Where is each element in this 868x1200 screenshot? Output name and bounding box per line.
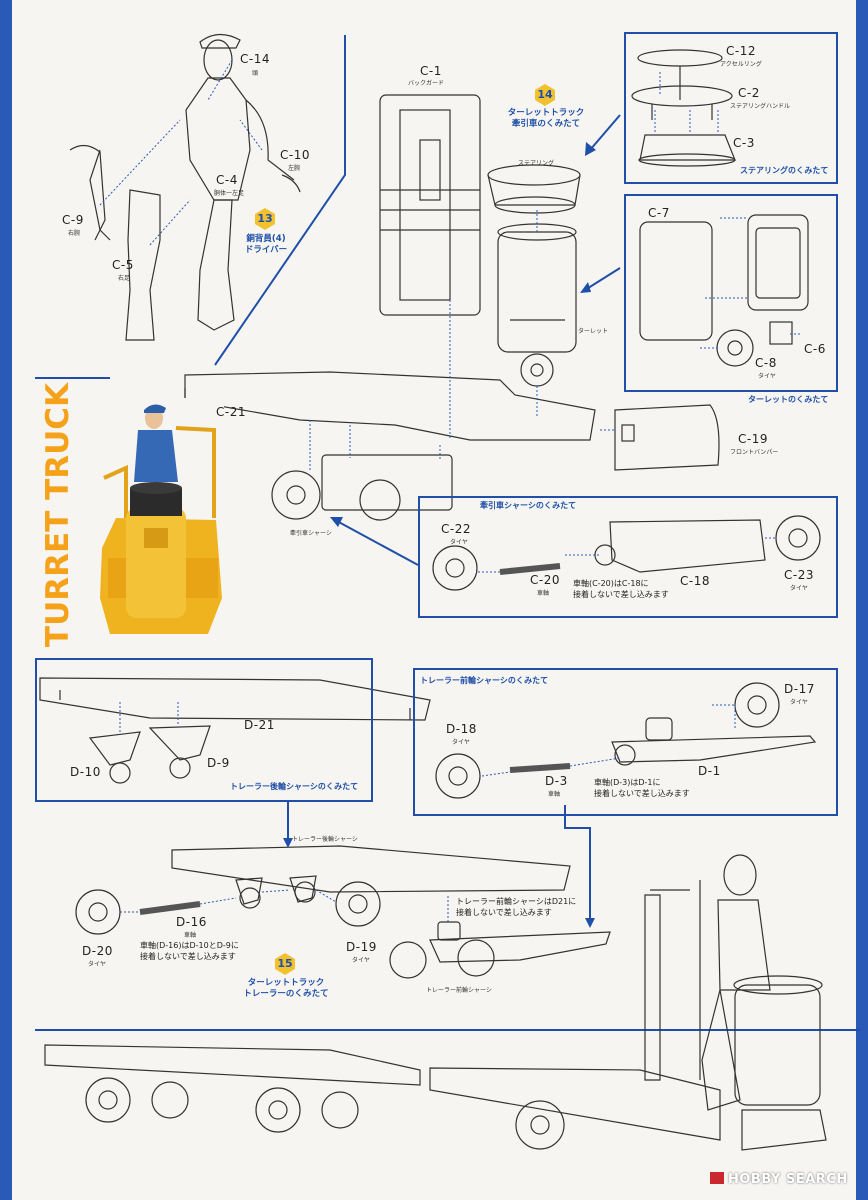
label-c10: C-10 <box>280 148 310 162</box>
label-c23-name: タイヤ <box>790 585 808 592</box>
label-c7: C-7 <box>648 206 670 220</box>
label-c2-name: ステアリングハンドル <box>730 103 791 110</box>
label-c14: C-14 <box>240 52 270 66</box>
label-rear-chassis: トレーラー後輪シャーシ <box>292 836 358 843</box>
chassis-box-note: 車軸(C-20)はC-18に 接着しないで差し込みます <box>573 579 669 599</box>
front-box-caption: トレーラー前輪シャーシのくみたて <box>420 676 549 685</box>
driver-figure <box>69 33 301 341</box>
label-c12: C-12 <box>726 44 756 58</box>
label-d18: D-18 <box>446 722 477 736</box>
label-c5: C-5 <box>112 258 134 272</box>
left-border <box>0 0 12 1200</box>
label-d18-name: タイヤ <box>452 739 470 746</box>
label-c10-name: 左腕 <box>288 165 301 172</box>
label-d17: D-17 <box>784 682 815 696</box>
label-c18: C-18 <box>680 574 710 588</box>
front-chassis-box <box>413 668 838 816</box>
label-c4-name: 胴体一左足 <box>214 190 245 197</box>
label-c9-name: 右腕 <box>68 230 81 237</box>
steering-part <box>487 164 581 214</box>
label-c22: C-22 <box>441 522 471 536</box>
label-c5-name: 右足 <box>118 275 131 282</box>
label-d3: D-3 <box>545 774 568 788</box>
chassis-box <box>418 496 838 618</box>
trailer-note-b: トレーラー前輪シャーシはD21に 接着しないで差し込みます <box>456 897 577 917</box>
label-c14-name: 頭 <box>252 70 259 77</box>
tractor-chassis <box>184 371 596 521</box>
label-d1: D-1 <box>698 764 721 778</box>
label-turret: ターレット <box>578 328 609 335</box>
label-c4: C-4 <box>216 173 238 187</box>
label-d10: D-10 <box>70 765 101 779</box>
label-c20: C-20 <box>530 573 560 587</box>
label-d20-name: タイヤ <box>88 961 106 968</box>
label-chassis: 牽引車シャーシ <box>290 530 332 537</box>
steering-box-parts <box>631 49 736 167</box>
label-c19: C-19 <box>738 432 768 446</box>
trailer-note-a: 車軸(D-16)はD-10とD-9に 接着しないで差し込みます <box>140 941 239 961</box>
label-c1-name: バックガード <box>408 80 445 87</box>
step-14-badge: 14 <box>534 84 556 106</box>
step-13-badge: 13 <box>254 208 276 230</box>
label-steering: ステアリング <box>518 160 555 167</box>
backguard-part <box>379 94 481 316</box>
vertical-title: TURRET TRUCK <box>40 382 76 648</box>
turret-truck-photo <box>96 398 224 638</box>
label-d19-name: タイヤ <box>352 957 370 964</box>
rear-box-caption: トレーラー後輪シャーシのくみたて <box>230 782 359 791</box>
rear-chassis-drawing <box>39 677 431 784</box>
label-c3: C-3 <box>733 136 755 150</box>
label-d3-name: 車軸 <box>548 791 561 798</box>
watermark-logo-icon <box>710 1172 724 1184</box>
label-d21-rear: D-21 <box>244 718 275 732</box>
label-d20: D-20 <box>82 944 113 958</box>
label-c23: C-23 <box>784 568 814 582</box>
label-d16-name: 車軸 <box>184 932 197 939</box>
label-c9: C-9 <box>62 213 84 227</box>
front-bumper-part <box>614 404 720 471</box>
label-c19-name: フロントバンパー <box>730 449 779 456</box>
label-c1: C-1 <box>420 64 442 78</box>
label-c6: C-6 <box>804 342 826 356</box>
step-13-title: 銅背員(4) ドライバー <box>244 234 288 255</box>
steering-box <box>624 32 838 184</box>
step-15-badge: 15 <box>274 953 296 975</box>
final-assembly-drawing <box>44 854 827 1151</box>
watermark: HOBBY SEARCH <box>710 1172 848 1187</box>
label-d19: D-19 <box>346 940 377 954</box>
label-c20-name: 車軸 <box>537 590 550 597</box>
step-14-title: ターレットトラック 牽引車のくみたて <box>507 108 585 129</box>
front-box-note: 車軸(D-3)はD-1に 接着しないで差し込みます <box>594 778 690 798</box>
turret-box-parts <box>639 214 809 367</box>
rear-chassis-box <box>35 658 373 802</box>
label-c8-name: タイヤ <box>758 373 776 380</box>
label-d9: D-9 <box>207 756 230 770</box>
label-c8: C-8 <box>755 356 777 370</box>
step-15-title: ターレットトラック トレーラーのくみたて <box>243 978 329 999</box>
right-border <box>856 0 868 1200</box>
label-c21: C-21 <box>216 405 246 419</box>
steering-box-caption: ステアリングのくみたて <box>740 166 829 175</box>
turret-part <box>497 223 577 387</box>
label-c12-name: アクセルリング <box>720 61 762 68</box>
chassis-box-caption: 牽引車シャーシのくみたて <box>480 501 577 510</box>
trailer-step-drawing <box>75 845 611 979</box>
turret-box-caption: ターレットのくみたて <box>748 395 829 404</box>
turret-box <box>624 194 838 392</box>
chassis-box-parts <box>432 515 821 591</box>
label-d17-name: タイヤ <box>790 699 808 706</box>
label-d16: D-16 <box>176 915 207 929</box>
label-c2: C-2 <box>738 86 760 100</box>
label-c22-name: タイヤ <box>450 539 468 546</box>
label-front-chassis: トレーラー前輪シャーシ <box>426 987 492 994</box>
